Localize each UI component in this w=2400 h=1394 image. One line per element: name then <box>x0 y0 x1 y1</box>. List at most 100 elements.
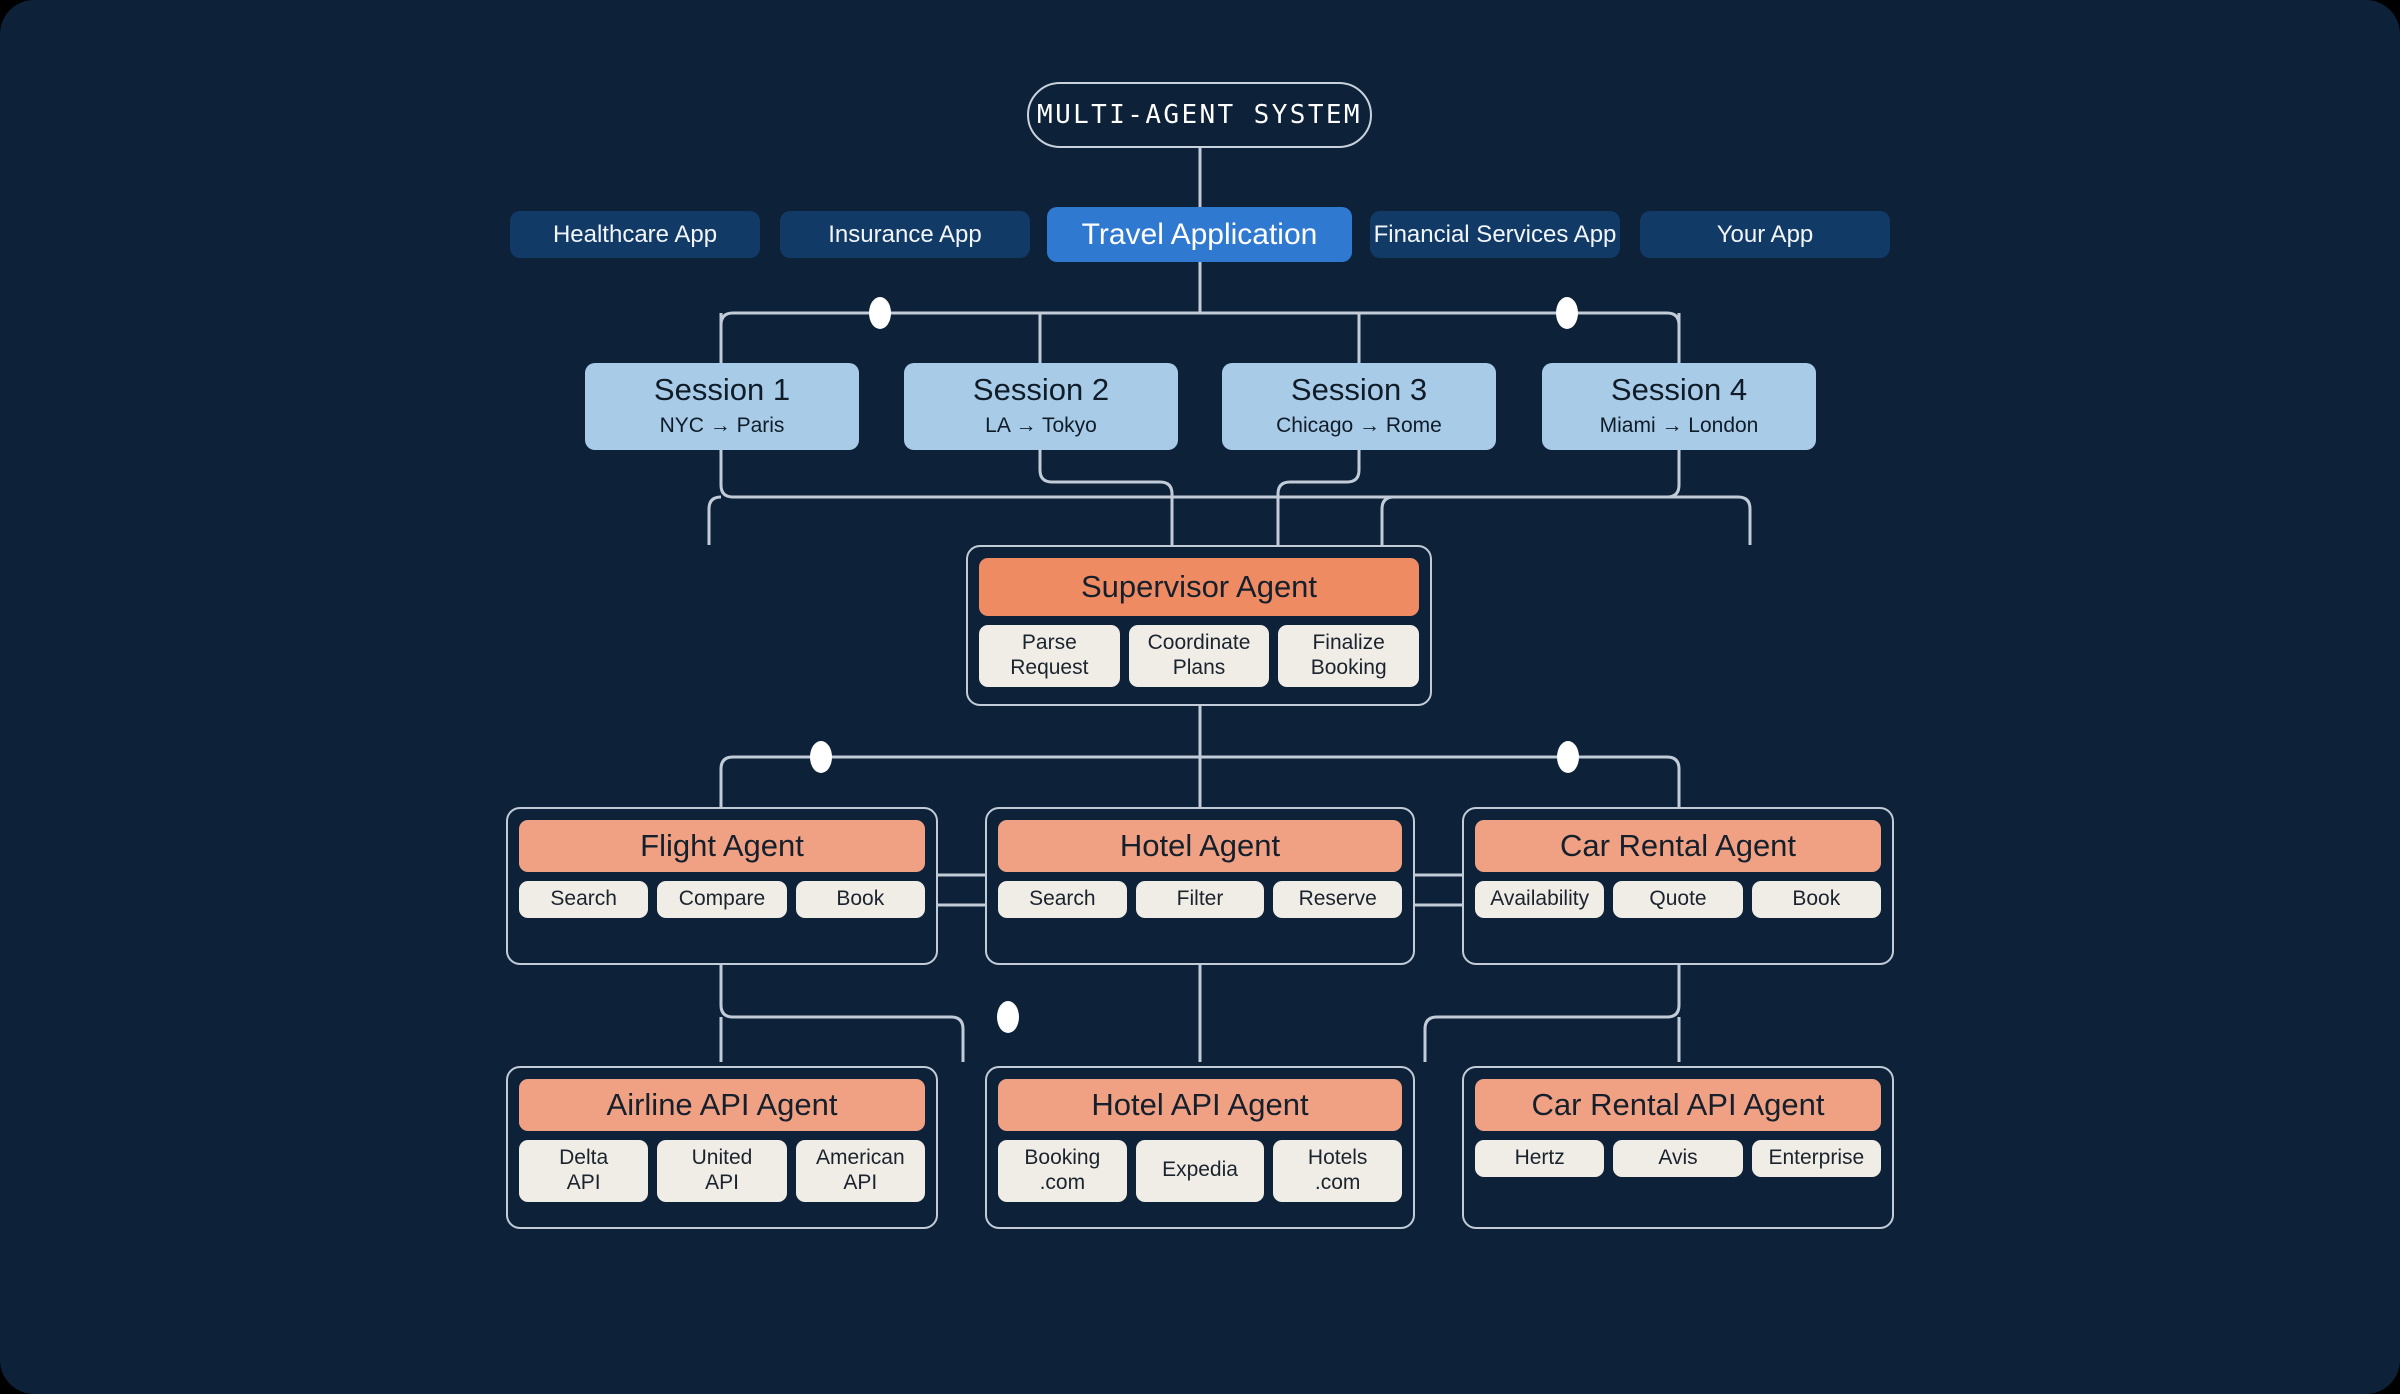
session-title: Session 3 <box>1290 371 1428 407</box>
chip-line: Coordinate <box>1147 631 1251 654</box>
capability-chip[interactable]: Parse Request <box>979 625 1120 687</box>
capability-chip[interactable]: Search <box>519 881 649 918</box>
chip-line: API <box>843 1170 878 1194</box>
chip-line: American <box>815 1146 905 1169</box>
chip-line: Enterprise <box>1768 1146 1865 1169</box>
chip-line: Filter <box>1176 887 1224 910</box>
root-label: MULTI-AGENT SYSTEM <box>1037 100 1362 130</box>
car-rental-agent-capability-row: Availability Quote Book <box>1475 881 1881 918</box>
session-card-2[interactable]: Session 2 LA → Tokyo <box>904 363 1178 450</box>
chip-line: Reserve <box>1298 887 1377 910</box>
app-tab-insurance[interactable]: Insurance App <box>780 211 1030 258</box>
session-route: Chicago → Rome <box>1276 413 1442 437</box>
app-tab-financial[interactable]: Financial Services App <box>1370 211 1620 258</box>
flight-agent-capability-row: Search Compare Book <box>519 881 925 918</box>
airline-api-agent-title: Airline API Agent <box>606 1087 838 1122</box>
chip-line: Search <box>550 887 617 910</box>
chip-line: Hertz <box>1514 1146 1565 1169</box>
capability-chip[interactable]: Expedia <box>1135 1140 1265 1202</box>
capability-chip[interactable]: Delta API <box>519 1140 649 1202</box>
app-tab-label: Your App <box>1716 220 1814 248</box>
chip-line: .com <box>1039 1170 1086 1194</box>
supervisor-agent-header: Supervisor Agent <box>979 558 1419 616</box>
chip-line: Compare <box>678 887 766 910</box>
root-node: MULTI-AGENT SYSTEM <box>1027 82 1372 148</box>
session-title: Session 2 <box>972 371 1110 407</box>
capability-chip[interactable]: Booking .com <box>998 1140 1127 1202</box>
chip-line: Avis <box>1658 1146 1698 1169</box>
session-route: Miami → London <box>1599 413 1759 437</box>
flight-agent-header: Flight Agent <box>519 820 925 872</box>
car-rental-api-capability-row: Hertz Avis Enterprise <box>1475 1140 1881 1177</box>
capability-chip[interactable]: Finalize Booking <box>1278 625 1420 687</box>
car-rental-api-agent-card[interactable]: Car Rental API Agent Hertz Avis Enterpri… <box>1462 1066 1894 1229</box>
app-tab-label: Travel Application <box>1081 217 1318 251</box>
capability-chip[interactable]: American API <box>795 1140 925 1202</box>
car-rental-api-agent-title: Car Rental API Agent <box>1531 1087 1825 1122</box>
chip-line: Delta <box>559 1146 609 1169</box>
app-tab-label: Insurance App <box>828 220 982 248</box>
app-tab-healthcare[interactable]: Healthcare App <box>510 211 760 258</box>
app-tab-travel[interactable]: Travel Application <box>1047 207 1352 262</box>
capability-chip[interactable]: Search <box>998 881 1127 918</box>
session-route: NYC → Paris <box>659 413 785 437</box>
session-card-1[interactable]: Session 1 NYC → Paris <box>585 363 859 450</box>
capability-chip[interactable]: Coordinate Plans <box>1128 625 1270 687</box>
flight-agent-card[interactable]: Flight Agent Search Compare Book <box>506 807 938 965</box>
supervisor-capability-row: Parse Request Coordinate Plans Finalize … <box>979 625 1420 687</box>
hotel-api-agent-card[interactable]: Hotel API Agent Booking .com Expedia Hot… <box>985 1066 1415 1229</box>
app-tab-label: Healthcare App <box>552 220 718 248</box>
chip-line: API <box>566 1170 601 1194</box>
session-card-4[interactable]: Session 4 Miami → London <box>1542 363 1816 450</box>
chip-line: Search <box>1029 887 1096 910</box>
capability-chip[interactable]: Book <box>795 881 925 918</box>
hotel-api-agent-title: Hotel API Agent <box>1091 1087 1309 1122</box>
hotel-api-agent-header: Hotel API Agent <box>998 1079 1402 1131</box>
session-title: Session 4 <box>1610 371 1748 407</box>
chip-line: API <box>705 1170 739 1194</box>
capability-chip[interactable]: Compare <box>657 881 787 918</box>
capability-chip[interactable]: Reserve <box>1273 881 1403 918</box>
chip-line: United <box>691 1146 753 1169</box>
chip-line: Plans <box>1172 655 1226 679</box>
session-title: Session 1 <box>653 371 791 407</box>
capability-chip[interactable]: Availability <box>1475 881 1605 918</box>
chip-line: Request <box>1010 655 1089 679</box>
chip-line: Quote <box>1649 887 1707 910</box>
chip-line: Parse <box>1021 631 1077 654</box>
airline-api-capability-row: Delta API United API American API <box>519 1140 925 1202</box>
car-rental-api-agent-header: Car Rental API Agent <box>1475 1079 1881 1131</box>
capability-chip[interactable]: Enterprise <box>1751 1140 1881 1177</box>
airline-api-agent-header: Airline API Agent <box>519 1079 925 1131</box>
session-route: LA → Tokyo <box>985 413 1097 437</box>
hotel-agent-capability-row: Search Filter Reserve <box>998 881 1403 918</box>
supervisor-agent-card[interactable]: Supervisor Agent Parse Request Coordinat… <box>966 545 1432 706</box>
car-rental-agent-header: Car Rental Agent <box>1475 820 1881 872</box>
chip-line: Availability <box>1490 887 1590 910</box>
session-card-3[interactable]: Session 3 Chicago → Rome <box>1222 363 1496 450</box>
app-tab-row: Healthcare App Insurance App Travel Appl… <box>510 207 1890 262</box>
capability-chip[interactable]: Hertz <box>1475 1140 1605 1177</box>
supervisor-agent-title: Supervisor Agent <box>1080 569 1318 604</box>
chip-line: Finalize <box>1312 631 1385 654</box>
capability-chip[interactable]: Avis <box>1613 1140 1743 1177</box>
chip-line: Booking <box>1310 655 1387 679</box>
car-rental-agent-title: Car Rental Agent <box>1559 828 1797 863</box>
capability-chip[interactable]: Quote <box>1613 881 1743 918</box>
capability-chip[interactable]: United API <box>657 1140 787 1202</box>
hotel-agent-title: Hotel Agent <box>1119 828 1281 863</box>
chip-line: Expedia <box>1162 1158 1238 1182</box>
capability-chip[interactable]: Hotels .com <box>1273 1140 1403 1202</box>
app-tab-your-app[interactable]: Your App <box>1640 211 1890 258</box>
airline-api-agent-card[interactable]: Airline API Agent Delta API United API A… <box>506 1066 938 1229</box>
chip-line: Book <box>836 887 885 910</box>
flight-agent-title: Flight Agent <box>640 828 804 863</box>
chip-line: Hotels <box>1307 1146 1368 1169</box>
car-rental-agent-card[interactable]: Car Rental Agent Availability Quote Book <box>1462 807 1894 965</box>
app-tab-label: Financial Services App <box>1373 220 1617 248</box>
hotel-api-capability-row: Booking .com Expedia Hotels .com <box>998 1140 1403 1202</box>
capability-chip[interactable]: Book <box>1751 881 1881 918</box>
chip-line: .com <box>1314 1170 1361 1194</box>
hotel-agent-card[interactable]: Hotel Agent Search Filter Reserve <box>985 807 1415 965</box>
capability-chip[interactable]: Filter <box>1135 881 1265 918</box>
